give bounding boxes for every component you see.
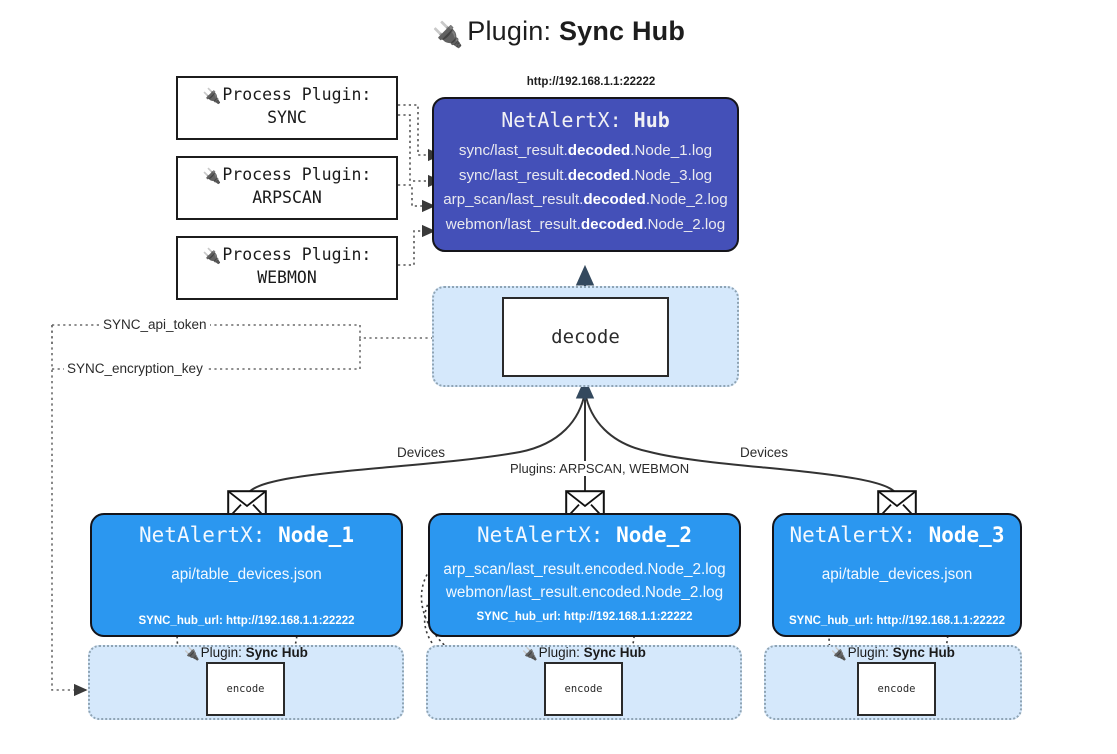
log-suffix: .Node_2.log — [643, 215, 726, 233]
encode-label: encode — [226, 683, 265, 695]
decode-label: decode — [551, 326, 620, 348]
node-title: NetAlertX: Node_2 — [430, 523, 739, 547]
process-plugin-webmon[interactable]: 🔌Process Plugin: WEBMON — [176, 236, 398, 300]
process-plugin-arpscan[interactable]: 🔌Process Plugin: ARPSCAN — [176, 156, 398, 220]
node-title-name: Node_3 — [928, 523, 1005, 547]
log-state: decoded — [567, 166, 631, 184]
plug-icon: 🔌 — [522, 647, 538, 661]
plugin-label-name: Sync Hub — [583, 645, 646, 660]
node-title-prefix: NetAlertX: — [477, 523, 604, 547]
node-hub-url: SYNC_hub_url: http://192.168.1.1:22222 — [138, 615, 355, 628]
hub-log-line: arp_scan/last_result.decoded.Node_2.log — [440, 188, 731, 213]
hub-title: NetAlertX: Hub — [440, 108, 731, 132]
log-prefix: arp_scan/last_result. — [443, 191, 584, 209]
node-3-encode-box[interactable]: encode — [857, 662, 936, 716]
node-2-encode-box[interactable]: encode — [544, 662, 623, 716]
log-state: decoded — [580, 215, 644, 233]
process-plugin-name: ARPSCAN — [252, 187, 322, 207]
node-hub-url: SYNC_hub_url: http://192.168.1.1:22222 — [788, 615, 1006, 628]
node-hub-url: SYNC_hub_url: http://192.168.1.1:22222 — [476, 610, 693, 623]
plug-icon: 🔌 — [202, 167, 222, 185]
node-title: NetAlertX: Node_1 — [92, 523, 401, 547]
process-plugin-name: WEBMON — [257, 267, 317, 287]
page-title: 🔌Plugin: Sync Hub — [0, 16, 1117, 50]
node-3[interactable]: NetAlertX: Node_3 api/table_devices.json… — [772, 513, 1022, 637]
plugin-label-prefix: Plugin: — [200, 645, 242, 660]
node-title-name: Node_2 — [616, 523, 692, 547]
log-prefix: sync/last_result. — [458, 166, 568, 184]
page-title-name: Sync Hub — [558, 16, 686, 46]
edge-label-devices-right: Devices — [737, 445, 792, 460]
hub-log-line: sync/last_result.decoded.Node_3.log — [440, 164, 731, 189]
log-suffix: .Node_3.log — [630, 166, 713, 184]
plug-icon: 🔌 — [831, 647, 847, 661]
node-title-name: Node_1 — [278, 523, 354, 547]
log-state: decoded — [583, 191, 646, 209]
log-suffix: .Node_1.log — [630, 142, 713, 159]
node-title-prefix: NetAlertX: — [139, 523, 266, 547]
log-prefix: sync/last_result. — [458, 142, 568, 159]
log-state: decoded — [567, 142, 631, 159]
page-title-prefix: Plugin: — [467, 16, 552, 46]
plugin-label-prefix: Plugin: — [847, 645, 889, 660]
plugin-label-name: Sync Hub — [892, 645, 955, 660]
process-plugin-label: Process Plugin: — [222, 85, 372, 104]
hub-title-prefix: NetAlertX: — [501, 108, 622, 132]
node-1-plugin-label: 🔌Plugin: Sync Hub — [88, 645, 404, 662]
hub-log-line: sync/last_result.decoded.Node_1.log — [440, 139, 731, 164]
edge-label-devices-left: Devices — [394, 445, 449, 460]
edge-label-plugins: Plugins: ARPSCAN, WEBMON — [507, 461, 693, 476]
plug-icon: 🔌 — [431, 21, 464, 49]
encode-label: encode — [564, 683, 603, 695]
hub-title-name: Hub — [633, 108, 670, 132]
process-plugin-name: SYNC — [267, 107, 307, 127]
node-path: api/table_devices.json — [821, 566, 973, 583]
node-title: NetAlertX: Node_3 — [774, 523, 1020, 547]
log-prefix: webmon/last_result. — [445, 215, 581, 233]
process-plugin-sync[interactable]: 🔌Process Plugin: SYNC — [176, 76, 398, 140]
hub-log-line: webmon/last_result.decoded.Node_2.log — [440, 213, 731, 238]
plug-icon: 🔌 — [184, 647, 200, 661]
process-plugin-label: Process Plugin: — [222, 165, 372, 184]
plug-icon: 🔌 — [202, 247, 222, 265]
hub-url-label: http://192.168.1.1:22222 — [526, 76, 656, 88]
node-title-prefix: NetAlertX: — [789, 523, 916, 547]
plugin-label-name: Sync Hub — [245, 645, 308, 660]
process-plugin-label: Process Plugin: — [222, 245, 372, 264]
encode-label: encode — [877, 683, 916, 695]
decode-box[interactable]: decode — [502, 297, 669, 377]
config-label-encryption-key: SYNC_encryption_key — [64, 361, 206, 376]
node-1-encode-box[interactable]: encode — [206, 662, 285, 716]
node-1[interactable]: NetAlertX: Node_1 api/table_devices.json… — [90, 513, 403, 637]
node-2-plugin-label: 🔌Plugin: Sync Hub — [426, 645, 742, 662]
node-3-plugin-label: 🔌Plugin: Sync Hub — [764, 645, 1022, 662]
node-path: arp_scan/last_result.encoded.Node_2.log — [443, 561, 726, 578]
node-2[interactable]: NetAlertX: Node_2 arp_scan/last_result.e… — [428, 513, 741, 637]
config-label-api-token: SYNC_api_token — [100, 317, 210, 332]
plug-icon: 🔌 — [202, 87, 222, 105]
node-path: webmon/last_result.encoded.Node_2.log — [445, 584, 724, 602]
plugin-label-prefix: Plugin: — [538, 645, 580, 660]
node-path: api/table_devices.json — [171, 566, 322, 583]
log-suffix: .Node_2.log — [645, 191, 728, 209]
hub-node[interactable]: NetAlertX: Hub sync/last_result.decoded.… — [432, 97, 739, 252]
